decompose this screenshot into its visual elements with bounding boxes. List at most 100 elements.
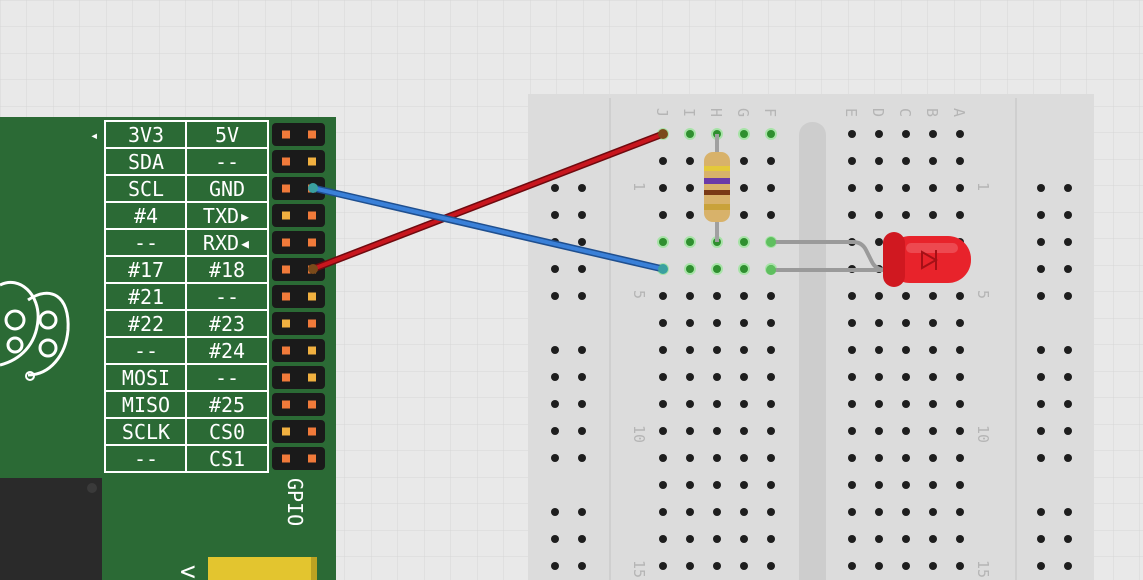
breadboard-hole[interactable] [956,535,964,543]
breadboard-hole[interactable] [686,400,694,408]
breadboard-hole[interactable] [902,454,910,462]
breadboard-hole[interactable] [848,481,856,489]
breadboard-hole[interactable] [740,400,748,408]
breadboard-hole[interactable] [956,157,964,165]
breadboard-hole[interactable] [848,346,856,354]
breadboard-hole[interactable] [902,184,910,192]
breadboard-hole[interactable] [659,427,667,435]
breadboard-hole[interactable] [956,427,964,435]
breadboard-hole[interactable] [956,319,964,327]
breadboard-hole[interactable] [740,562,748,570]
breadboard-hole[interactable] [956,346,964,354]
rail-hole[interactable] [551,427,559,435]
breadboard-hole[interactable] [929,184,937,192]
breadboard-hole[interactable] [740,292,748,300]
gpio-pin[interactable] [308,427,316,436]
gpio-pin[interactable] [308,319,316,328]
breadboard-hole[interactable] [902,535,910,543]
breadboard-hole[interactable] [686,130,694,138]
breadboard-hole[interactable] [767,292,775,300]
breadboard-hole[interactable] [767,454,775,462]
rail-hole[interactable] [578,535,586,543]
gpio-pin[interactable] [282,157,290,166]
rail-hole[interactable] [578,427,586,435]
gpio-pin[interactable] [282,265,290,274]
breadboard-hole[interactable] [875,184,883,192]
breadboard-hole[interactable] [740,265,748,273]
breadboard-hole[interactable] [740,157,748,165]
breadboard-hole[interactable] [767,346,775,354]
breadboard-hole[interactable] [875,535,883,543]
breadboard-hole[interactable] [713,508,721,516]
breadboard-hole[interactable] [929,130,937,138]
breadboard-hole[interactable] [659,319,667,327]
breadboard-hole[interactable] [875,292,883,300]
breadboard-hole[interactable] [848,211,856,219]
breadboard-hole[interactable] [875,454,883,462]
breadboard-hole[interactable] [767,535,775,543]
rail-hole[interactable] [1064,238,1072,246]
breadboard-hole[interactable] [848,319,856,327]
breadboard-hole[interactable] [659,454,667,462]
breadboard-hole[interactable] [848,508,856,516]
gpio-pin[interactable] [282,346,290,355]
breadboard-hole[interactable] [713,265,721,273]
gpio-pin[interactable] [282,211,290,220]
gpio-pin[interactable] [308,346,316,355]
breadboard-hole[interactable] [767,481,775,489]
resistor[interactable] [704,134,730,242]
gpio-pin-pair[interactable] [272,231,325,254]
breadboard-hole[interactable] [902,157,910,165]
gpio-pin[interactable] [308,400,316,409]
gpio-pin-pair[interactable] [272,339,325,362]
breadboard-hole[interactable] [686,481,694,489]
gpio-pin-pair[interactable] [272,150,325,173]
rail-hole[interactable] [1037,265,1045,273]
breadboard-hole[interactable] [659,238,667,246]
rail-hole[interactable] [551,211,559,219]
gpio-pin-pair[interactable] [272,393,325,416]
gpio-pin-pair[interactable] [272,312,325,335]
rail-hole[interactable] [1064,454,1072,462]
breadboard-hole[interactable] [767,373,775,381]
breadboard-hole[interactable] [956,481,964,489]
breadboard-hole[interactable] [848,157,856,165]
rail-hole[interactable] [551,508,559,516]
breadboard-hole[interactable] [740,481,748,489]
rail-hole[interactable] [1037,346,1045,354]
rail-hole[interactable] [1037,292,1045,300]
gpio-pin[interactable] [282,238,290,247]
breadboard-hole[interactable] [902,130,910,138]
breadboard-hole[interactable] [848,292,856,300]
breadboard-hole[interactable] [686,157,694,165]
rail-hole[interactable] [1037,238,1045,246]
breadboard-hole[interactable] [875,562,883,570]
rail-hole[interactable] [578,373,586,381]
breadboard-hole[interactable] [902,319,910,327]
breadboard-hole[interactable] [740,346,748,354]
rail-hole[interactable] [578,454,586,462]
breadboard-hole[interactable] [767,427,775,435]
breadboard-hole[interactable] [740,508,748,516]
breadboard-hole[interactable] [740,535,748,543]
breadboard-hole[interactable] [875,157,883,165]
rail-hole[interactable] [1037,454,1045,462]
breadboard-hole[interactable] [929,454,937,462]
breadboard-hole[interactable] [956,184,964,192]
breadboard-hole[interactable] [875,346,883,354]
rail-hole[interactable] [1037,400,1045,408]
gpio-pin-pair[interactable] [272,123,325,146]
gpio-pin-pair[interactable] [272,258,325,281]
breadboard-hole[interactable] [875,319,883,327]
gpio-pin-pair[interactable] [272,420,325,443]
rail-hole[interactable] [551,346,559,354]
breadboard-hole[interactable] [929,481,937,489]
rail-hole[interactable] [578,562,586,570]
breadboard-hole[interactable] [956,400,964,408]
breadboard-hole[interactable] [686,508,694,516]
breadboard-hole[interactable] [848,535,856,543]
breadboard-hole[interactable] [848,400,856,408]
breadboard-hole[interactable] [902,427,910,435]
breadboard-hole[interactable] [767,400,775,408]
